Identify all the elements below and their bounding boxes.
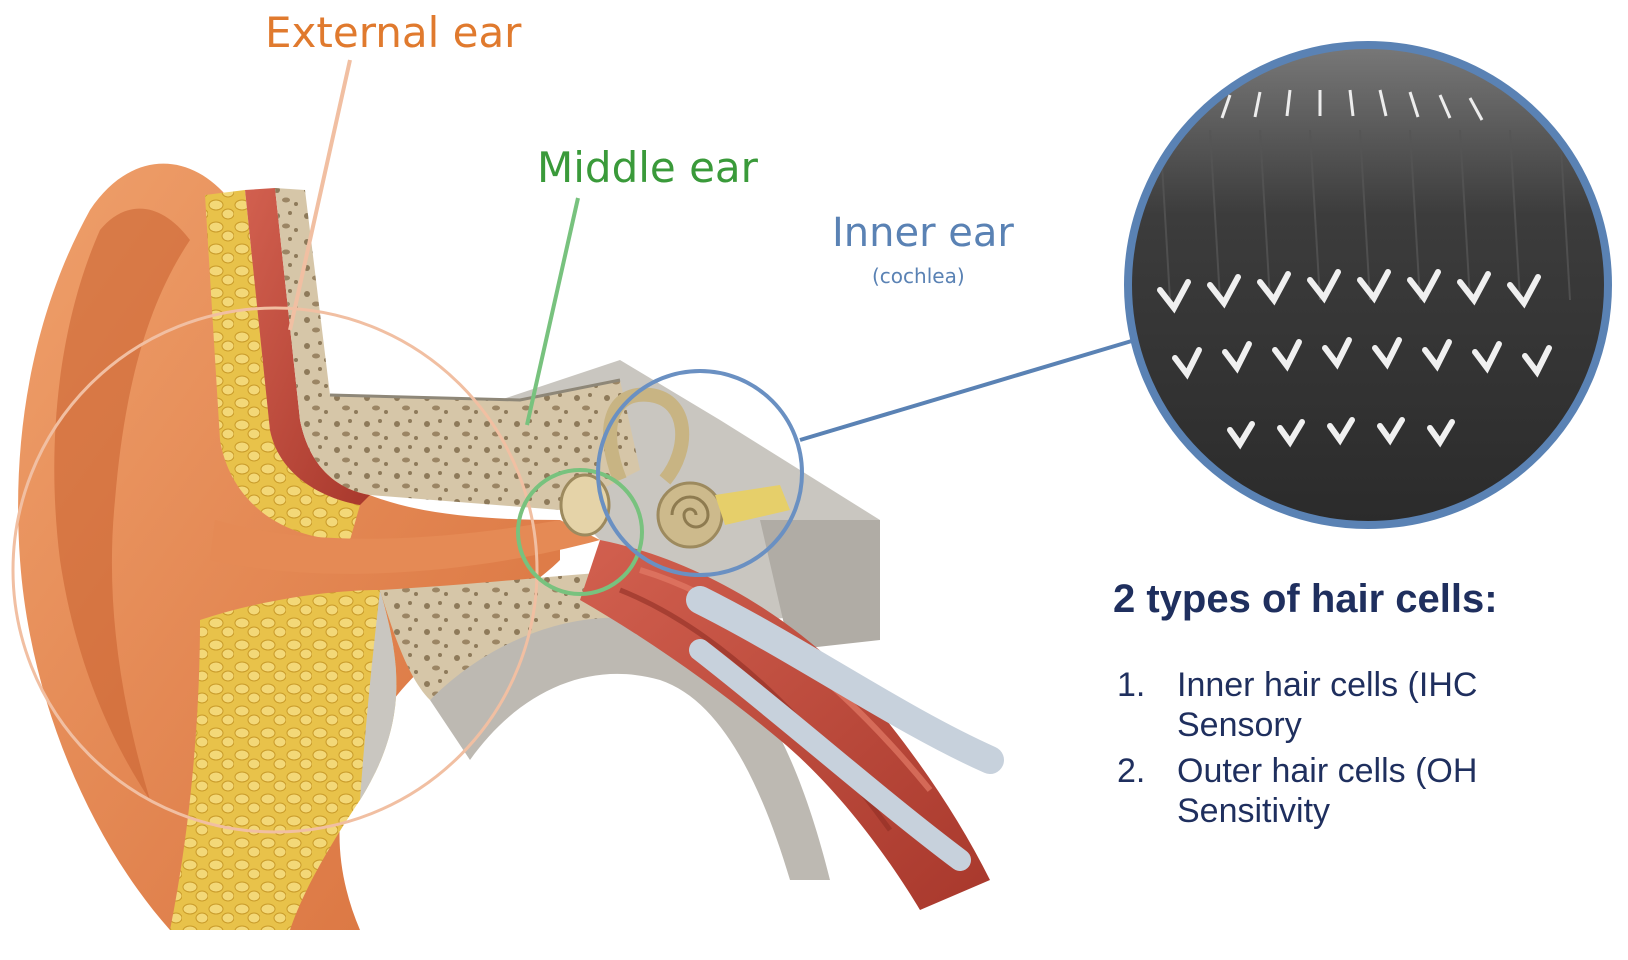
item-role: Sensitivity	[1177, 791, 1477, 831]
cochlea	[658, 483, 722, 547]
inner-ear-sublabel: (cochlea)	[872, 264, 965, 288]
list-item: 2. Outer hair cells (OH Sensitivity	[1117, 751, 1477, 831]
middle-ear-label: Middle ear	[537, 143, 758, 192]
upper-bone	[275, 188, 640, 510]
item-number: 2.	[1117, 751, 1145, 791]
item-name: Outer hair cells (OH	[1177, 751, 1477, 791]
list-item: 1. Inner hair cells (IHC Sensory	[1117, 665, 1477, 745]
item-role: Sensory	[1177, 705, 1477, 745]
lower-fat-layer	[170, 590, 396, 930]
inner-ear-label: Inner ear	[832, 210, 1014, 256]
item-name: Inner hair cells (IHC	[1177, 665, 1477, 705]
inner-ear-leader	[800, 340, 1135, 440]
hair-cells-title: 2 types of hair cells:	[1113, 577, 1498, 622]
hair-cells-list: 1. Inner hair cells (IHC Sensory 2. Oute…	[1117, 665, 1477, 831]
item-number: 1.	[1117, 665, 1145, 705]
external-ear-label: External ear	[265, 8, 521, 57]
